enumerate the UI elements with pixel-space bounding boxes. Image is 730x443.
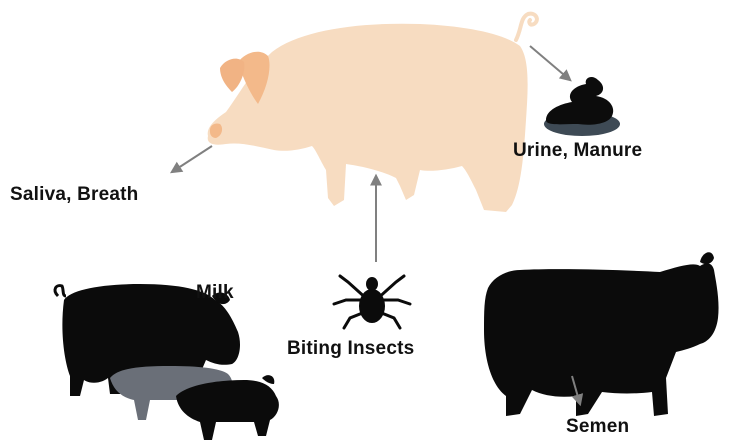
sow-with-piglets <box>55 284 279 440</box>
tick-icon <box>334 276 410 328</box>
central-pig <box>208 14 537 212</box>
manure-pile-icon <box>544 77 620 136</box>
boar-silhouette <box>484 252 719 416</box>
arrow-to-saliva <box>172 146 212 172</box>
label-saliva-breath: Saliva, Breath <box>10 184 138 206</box>
label-semen: Semen <box>566 416 629 438</box>
arrow-to-manure <box>530 46 570 80</box>
label-biting-insects: Biting Insects <box>287 338 414 360</box>
label-urine-manure: Urine, Manure <box>513 140 642 162</box>
label-milk: Milk <box>196 282 234 304</box>
